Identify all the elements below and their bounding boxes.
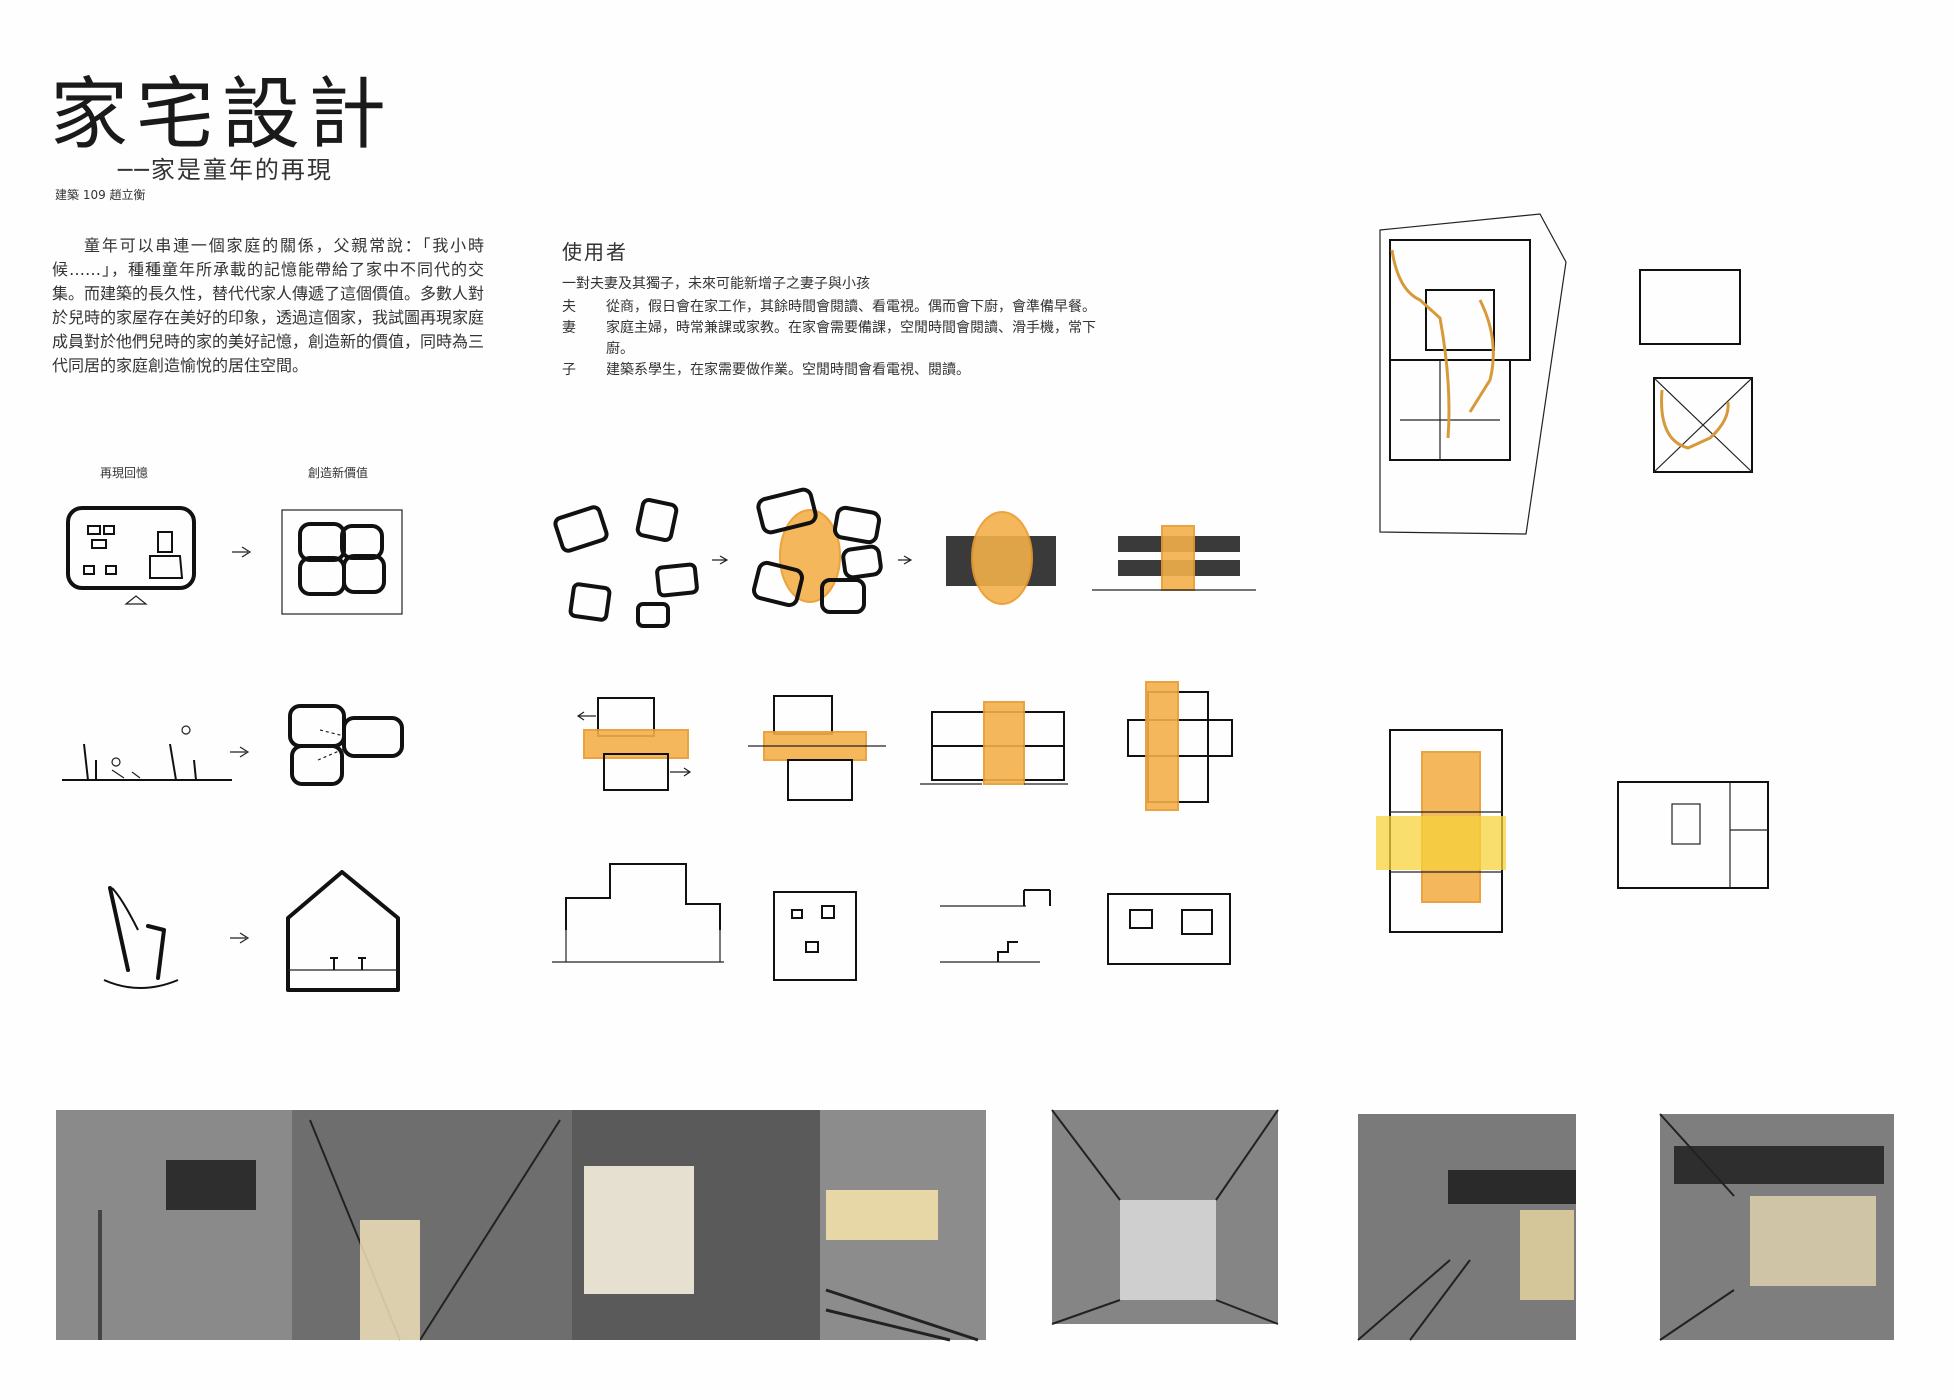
users-list: 一對夫妻及其獨子，未來可能新增子之妻子與小孩 夫 從商，假日會在家工作，其餘時間… xyxy=(562,274,1102,381)
perspective-sketch-2 xyxy=(1051,1109,1279,1325)
clustered-boxes-sketch xyxy=(751,487,883,614)
user-key: 夫 xyxy=(562,299,576,315)
plan-sketch-box xyxy=(773,891,857,981)
unit-plan xyxy=(1617,781,1769,889)
intro-paragraph: 童年可以串連一個家庭的關係，父親常說：「我小時候……」，種種童年所承載的記憶能帶… xyxy=(52,236,485,375)
house-section-sketch xyxy=(286,870,400,992)
arrow-icon xyxy=(232,546,252,558)
arrow-icon xyxy=(230,746,250,758)
users-summary: 一對夫妻及其獨子，未來可能新增子之妻子與小孩 xyxy=(562,276,870,292)
perspective-sketch-3 xyxy=(1357,1114,1576,1341)
ground-floor-plan xyxy=(1379,213,1567,535)
user-key: 子 xyxy=(562,362,576,378)
rocking-chair-sketch xyxy=(103,886,179,989)
section-sketch-1 xyxy=(552,863,724,963)
offset-boxes-sketch xyxy=(748,695,886,801)
perspective-panorama xyxy=(56,1110,986,1342)
label-create-value: 創造新價值 xyxy=(308,466,369,480)
linked-rooms-sketch xyxy=(288,704,404,786)
room-plan-sketch xyxy=(1107,893,1231,965)
hatched-boxes-sketch xyxy=(946,511,1056,605)
users-heading: 使用者 xyxy=(562,240,628,264)
cross-plan-sketch xyxy=(1127,681,1233,811)
zoning-plan xyxy=(1376,729,1506,933)
page-subtitle: ──家是童年的再現 xyxy=(118,156,333,184)
arrow-icon xyxy=(230,932,250,944)
user-desc: 建築系學生，在家需要做作業。空閒時間會看電視、閱讀。 xyxy=(606,362,970,378)
user-row: 妻 家庭主婦，時常兼課或家教。在家會需要備課，空閒時間會閱讀、滑手機，常下廚。 xyxy=(562,318,1102,360)
arrow-icon xyxy=(712,555,729,565)
vertical-core-sketch xyxy=(920,701,1068,785)
terrace-section-sketch xyxy=(940,889,1051,963)
user-desc: 家庭主婦，時常兼課或家教。在家會需要備課，空閒時間會閱讀、滑手機，常下廚。 xyxy=(606,320,1096,357)
upper-floor-plan xyxy=(1639,269,1753,473)
user-key: 妻 xyxy=(562,320,576,336)
sliding-boxes-sketch xyxy=(576,697,692,791)
author-credit: 建築 109 趙立衡 xyxy=(55,188,146,202)
family-scene-sketch xyxy=(62,725,232,781)
perspective-sketch-4 xyxy=(1659,1113,1894,1341)
stacked-bars-sketch xyxy=(1092,525,1256,591)
arrow-icon xyxy=(898,555,913,565)
memory-room-sketch xyxy=(66,506,196,605)
user-row: 夫 從商，假日會在家工作，其餘時間會閱讀、看電視。偶而會下廚，會準備早餐。 xyxy=(562,297,1102,318)
user-row: 子 建築系學生，在家需要做作業。空閒時間會看電視、閱讀。 xyxy=(562,360,1102,381)
page-title: 家宅設計 xyxy=(50,70,395,160)
user-desc: 從商，假日會在家工作，其餘時間會閱讀、看電視。偶而會下廚，會準備早餐。 xyxy=(606,299,1096,315)
four-rooms-sketch xyxy=(281,509,403,615)
scattered-boxes-sketch xyxy=(553,497,699,628)
label-reproduce-memory: 再現回憶 xyxy=(100,466,149,480)
